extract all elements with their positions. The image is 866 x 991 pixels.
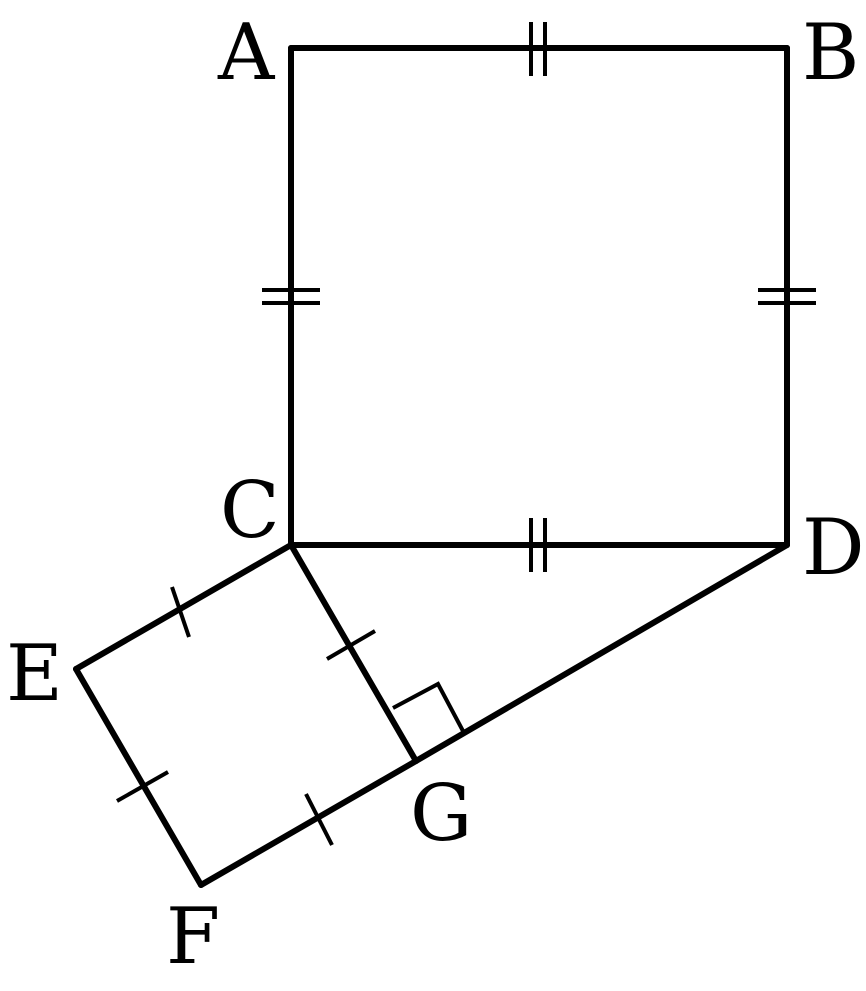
single-tick-fg	[304, 793, 334, 846]
double-tick-dc	[529, 518, 547, 572]
segment-gc	[288, 542, 419, 764]
single-tick-ef	[116, 770, 169, 803]
vertex-label-a: A	[217, 8, 276, 98]
segment-ce	[73, 542, 294, 672]
segment-gd	[413, 542, 790, 764]
vertex-label-e: E	[6, 629, 63, 719]
square-cefg	[73, 542, 419, 888]
vertex-label-d: D	[802, 503, 865, 593]
segment-ef	[73, 666, 204, 888]
segment-fg	[198, 758, 419, 888]
single-tick-gc	[325, 629, 377, 661]
double-tick-bd	[758, 288, 816, 305]
vertex-label-b: B	[802, 8, 859, 98]
single-tick-ce	[170, 586, 191, 638]
vertex-label-f: F	[166, 892, 220, 982]
vertex-label-g: G	[410, 769, 472, 859]
right-angle-marker	[392, 681, 465, 732]
vertex-label-c: C	[220, 466, 280, 556]
double-tick-ca	[262, 288, 320, 305]
double-tick-ab	[529, 22, 547, 76]
square-abdc	[288, 45, 790, 548]
